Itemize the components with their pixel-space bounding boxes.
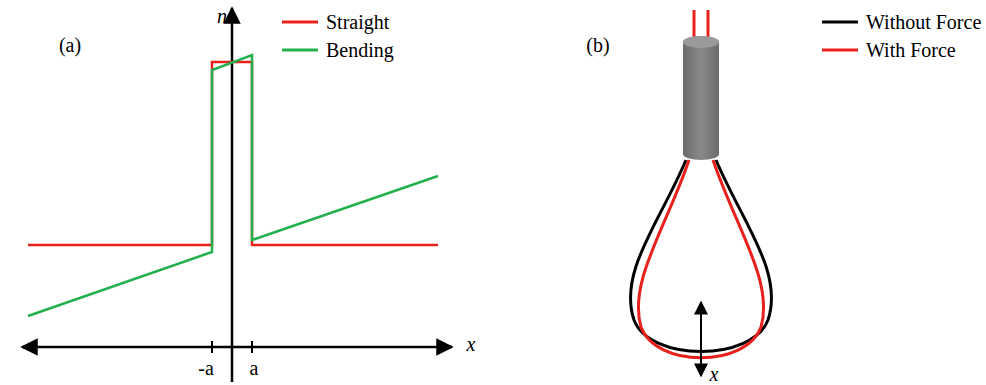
axis-label: x <box>710 364 719 384</box>
axis-label: n <box>217 6 227 26</box>
ferrule-top <box>683 36 719 48</box>
straight-profile <box>28 62 438 245</box>
tick-label: a <box>250 358 259 378</box>
x-axis <box>22 346 452 349</box>
legend-text: With Force <box>866 40 956 60</box>
legend-text: Straight <box>326 12 389 32</box>
tick <box>211 341 213 353</box>
legend-text: Bending <box>326 40 394 60</box>
displacement-arrow <box>700 302 702 376</box>
legend-sample <box>282 21 318 24</box>
ferrule <box>683 36 719 160</box>
legend-text: Without Force <box>866 12 981 32</box>
tick <box>251 341 253 353</box>
legend-sample <box>822 49 858 52</box>
panel-label: (a) <box>59 35 81 55</box>
legend-sample <box>822 21 858 24</box>
tick-label: -a <box>198 358 214 378</box>
axis-label: x <box>467 334 476 354</box>
bending-profile <box>28 55 438 316</box>
panel-label: (b) <box>586 35 609 55</box>
legend-sample <box>282 49 318 52</box>
